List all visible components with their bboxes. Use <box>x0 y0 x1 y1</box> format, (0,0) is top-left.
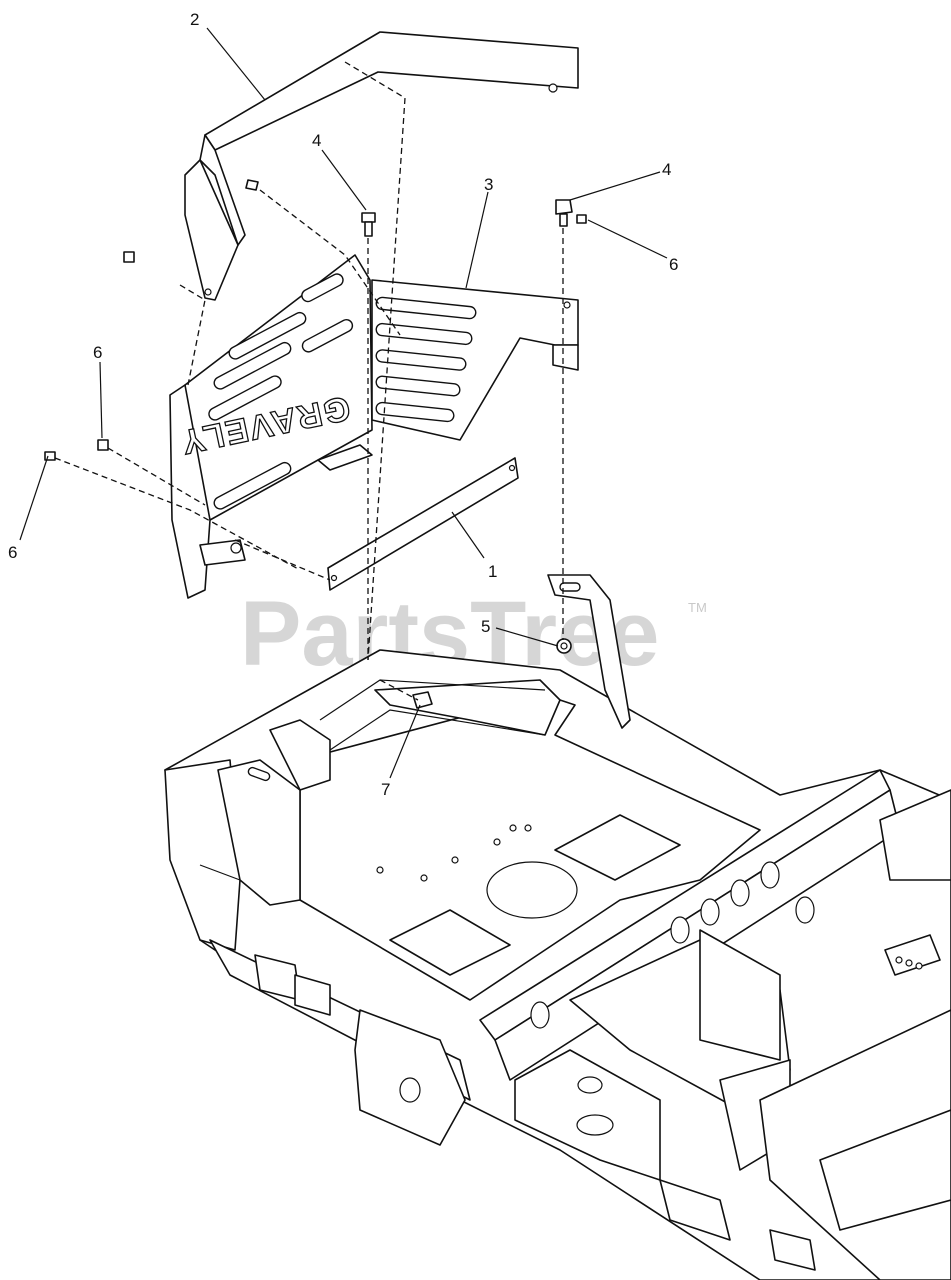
callout-6-left-bottom: 6 <box>8 543 17 562</box>
callout-labels: 2 4 3 4 6 6 6 1 5 7 <box>8 10 678 799</box>
callout-7: 7 <box>381 780 390 799</box>
callout-4-left: 4 <box>312 131 321 150</box>
hardware <box>44 179 587 709</box>
mower-frame <box>164 649 951 1280</box>
callout-5: 5 <box>481 617 490 636</box>
part-3-seat-shield <box>371 279 579 441</box>
callout-1: 1 <box>488 562 497 581</box>
part-1-flat-strip <box>327 457 519 591</box>
callout-6-left-top: 6 <box>93 343 102 362</box>
callout-6-right: 6 <box>669 255 678 274</box>
gravely-grille-plate: GRAVELY <box>169 254 373 599</box>
assembly-lines <box>54 61 564 701</box>
callout-3: 3 <box>484 175 493 194</box>
watermark-trademark: TM <box>688 600 707 615</box>
callout-leaders <box>19 27 668 779</box>
callout-2: 2 <box>190 10 199 29</box>
part-2-rear-bracket <box>184 31 579 301</box>
callout-4-right: 4 <box>662 160 671 179</box>
right-seat-bracket <box>547 574 631 729</box>
